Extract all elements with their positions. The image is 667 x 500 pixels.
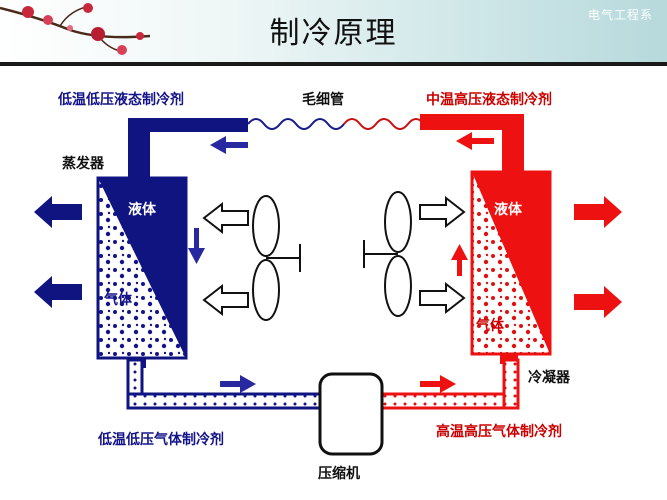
capillary-tube xyxy=(247,118,425,130)
mid-liquid-label: 中温高压液态制冷剂 xyxy=(426,91,552,108)
condenser-label: 冷凝器 xyxy=(528,369,571,386)
evaporator-air-arrow-2 xyxy=(202,283,249,317)
condenser-flow-arrow xyxy=(451,244,468,276)
condenser-fan-icon xyxy=(363,191,412,317)
flow-arrow-top-right xyxy=(456,132,494,150)
hot-air-arrow-2 xyxy=(574,286,622,318)
brand-label: 电气工程系 xyxy=(587,8,653,22)
flow-arrow-bottom-left xyxy=(220,375,256,393)
condenser-air-arrow-1 xyxy=(419,195,466,229)
page-title: 制冷原理 xyxy=(269,16,398,51)
evaporator xyxy=(96,176,188,368)
header-band xyxy=(0,0,667,62)
low-gas-label: 低温低压气体制冷剂 xyxy=(97,431,224,448)
compressor-label: 压缩机 xyxy=(318,465,360,482)
flow-arrow-top-left xyxy=(210,136,248,154)
evaporator-air-arrow-1 xyxy=(202,201,249,235)
low-liquid-label: 低温低压液态制冷剂 xyxy=(57,91,184,108)
evaporator-gas-label: 气体 xyxy=(103,291,133,308)
evaporator-liquid-label: 液体 xyxy=(128,201,157,218)
hot-liquid-pipe xyxy=(420,114,524,174)
hot-air-arrow-1 xyxy=(574,196,622,228)
condenser-liquid-label: 液体 xyxy=(494,201,523,218)
high-gas-label: 高温高压气体制冷剂 xyxy=(436,423,562,440)
condenser xyxy=(470,170,552,364)
cold-gas-pipe xyxy=(126,358,324,410)
cold-liquid-pipe xyxy=(128,118,248,188)
condenser-gas-label: 气体 xyxy=(475,317,505,334)
condenser-air-arrow-2 xyxy=(419,281,466,315)
plum-blossom-decoration xyxy=(0,3,151,55)
header-divider xyxy=(0,62,667,66)
evaporator-label: 蒸发器 xyxy=(62,155,105,172)
evaporator-flow-arrow xyxy=(188,228,205,264)
flow-arrow-bottom-right xyxy=(420,375,456,393)
capillary-label: 毛细管 xyxy=(302,91,344,108)
compressor xyxy=(318,372,384,456)
cold-air-arrow-1 xyxy=(34,196,82,228)
cold-air-arrow-2 xyxy=(34,276,82,308)
evaporator-fan-icon xyxy=(252,195,301,321)
